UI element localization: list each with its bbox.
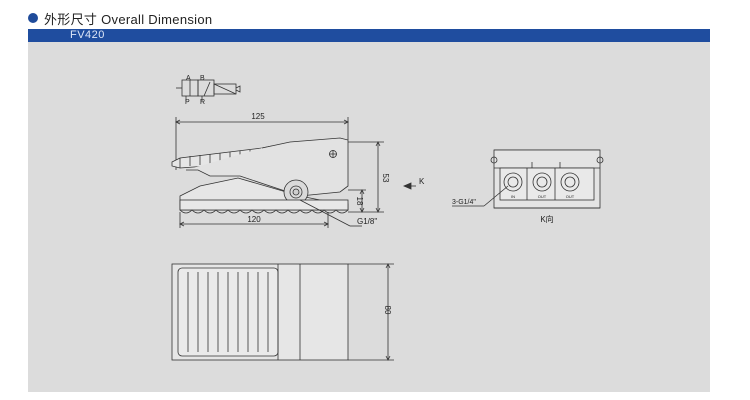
housing bbox=[186, 137, 349, 197]
bullet-icon bbox=[28, 13, 38, 23]
symbol-actuator bbox=[213, 83, 237, 95]
k-view-caption: K向 bbox=[540, 214, 553, 224]
valve-symbol bbox=[176, 79, 241, 101]
dim-label-80: 80 bbox=[383, 306, 392, 315]
k-pin-left-icon bbox=[490, 156, 498, 164]
symbol-label-a: A bbox=[186, 75, 191, 82]
port-label-in: IN bbox=[511, 194, 515, 199]
model-bar: FV420 bbox=[28, 29, 710, 42]
side-view bbox=[171, 117, 416, 228]
symbol-label-b: B bbox=[200, 75, 205, 82]
model-label: FV420 bbox=[70, 29, 105, 41]
section-header: 外形尺寸 Overall Dimension bbox=[28, 8, 212, 28]
port-out1-icon bbox=[532, 172, 552, 192]
ports-label: 3-G1/4" bbox=[452, 199, 476, 206]
symbol-label-r: R bbox=[200, 99, 205, 106]
section-title: 外形尺寸 Overall Dimension bbox=[44, 11, 213, 27]
port-hole-icon bbox=[289, 185, 303, 199]
dim-label-120: 120 bbox=[247, 215, 261, 224]
base-feet bbox=[179, 209, 349, 214]
k-view bbox=[452, 149, 604, 209]
k-pin-right-icon bbox=[596, 156, 604, 164]
ports-leader bbox=[483, 185, 509, 207]
symbol-label-p: P bbox=[185, 99, 190, 106]
port-in-icon bbox=[503, 172, 523, 192]
view-arrow-label: K bbox=[419, 177, 425, 186]
port-label-out2: OUT bbox=[566, 194, 575, 199]
thread-leader bbox=[299, 199, 351, 227]
dim-label-125: 125 bbox=[251, 112, 265, 121]
port-out2-icon bbox=[560, 172, 580, 192]
thread-label: G1/8" bbox=[357, 217, 377, 226]
base-strip bbox=[179, 199, 349, 211]
top-view bbox=[171, 263, 394, 361]
symbol-box-right bbox=[197, 79, 215, 97]
drawing-panel bbox=[28, 42, 710, 392]
dim-label-53: 53 bbox=[381, 174, 390, 183]
port-label-out1: OUT bbox=[538, 194, 547, 199]
dim-label-18: 18 bbox=[355, 197, 364, 206]
